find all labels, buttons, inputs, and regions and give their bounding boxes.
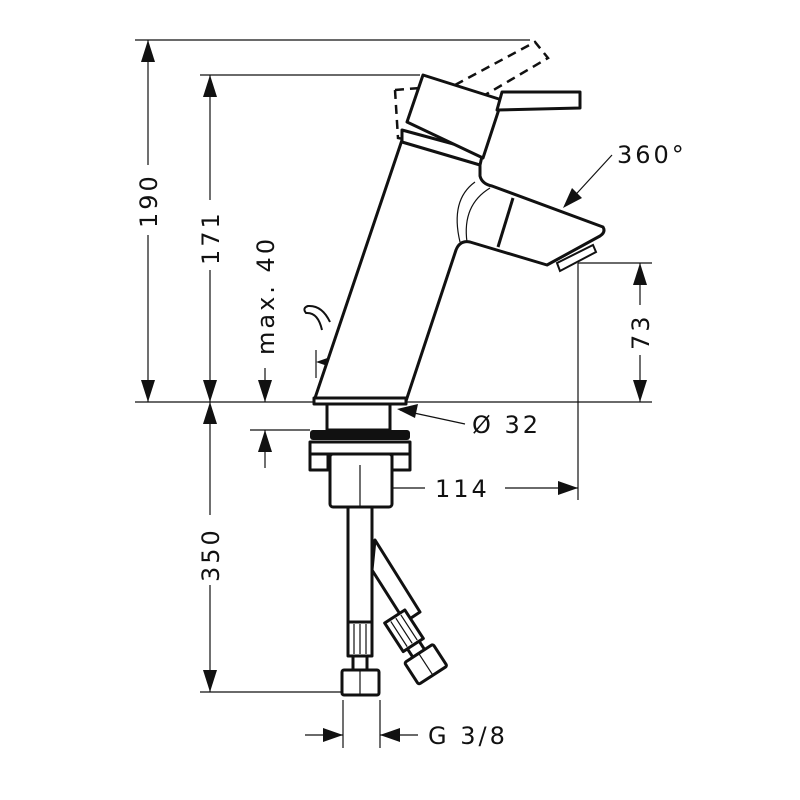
lever: [495, 90, 582, 112]
aerator: [555, 243, 598, 273]
dimension-label-114: 114: [435, 475, 490, 503]
washer: [310, 430, 410, 440]
dimension-max-40: max. 40: [252, 236, 280, 468]
dimension-label-190: 190: [135, 173, 163, 228]
dimension-171: 171: [197, 75, 225, 402]
dimension-label-73: 73: [627, 313, 655, 350]
faucet-body: [312, 138, 606, 403]
dimension-g-3-8: G 3/8: [305, 722, 508, 750]
dimension-label-360: 360°: [617, 141, 687, 169]
dimension-label-g-3-8: G 3/8: [428, 722, 508, 750]
dimension-label-350: 350: [197, 527, 225, 582]
handle: [405, 73, 504, 160]
hose-right: [370, 538, 422, 624]
pop-up-rod: [303, 304, 331, 331]
dimension-190: 190: [135, 40, 163, 402]
dimension-rotation-360: 360°: [563, 141, 687, 208]
mounting-nut: [328, 452, 394, 509]
dimension-350: 350: [197, 402, 225, 692]
dimension-label-max-40: max. 40: [252, 236, 280, 355]
dimension-73: 73: [627, 263, 655, 402]
dimension-label-171: 171: [197, 210, 225, 265]
faucet: [303, 40, 606, 697]
dimension-diameter-32: Ø 32: [397, 404, 541, 439]
dimension-label-diameter-32: Ø 32: [472, 411, 541, 439]
handle-open-position: [393, 40, 550, 142]
hose-left: [346, 505, 374, 624]
shank: [325, 402, 392, 432]
